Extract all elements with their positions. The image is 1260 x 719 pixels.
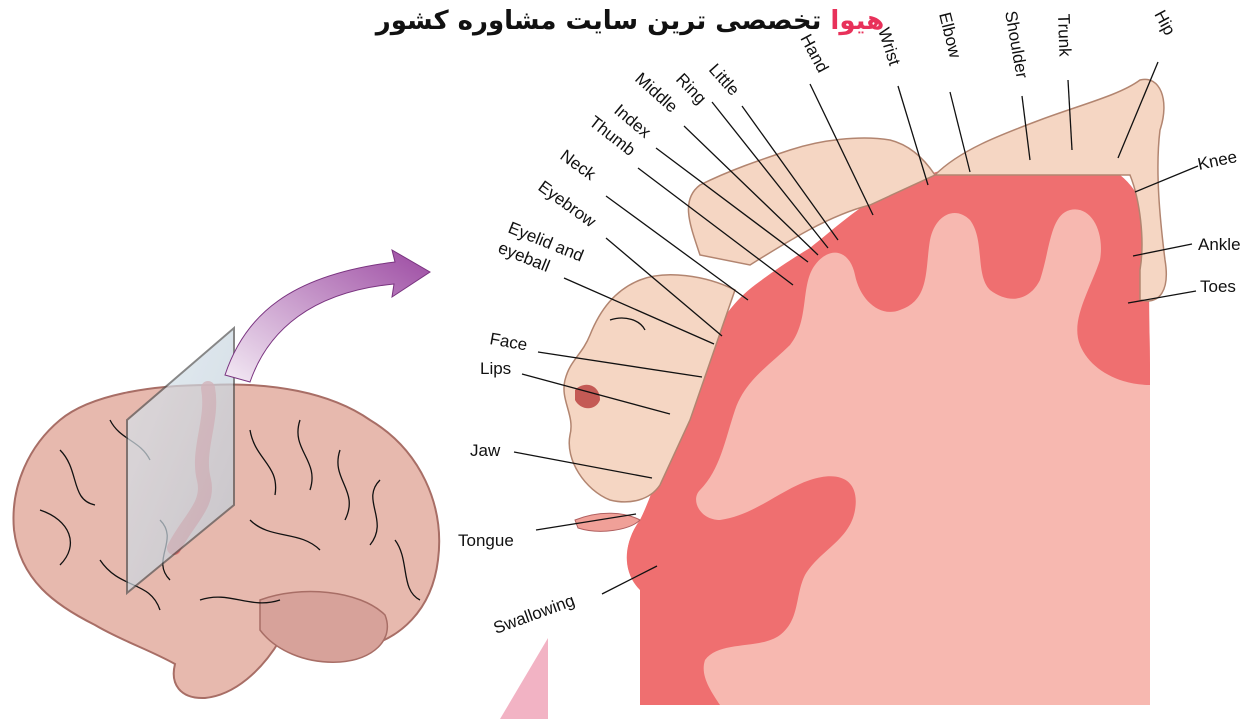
label-wrist: Wrist [874, 25, 904, 68]
label-jaw: Jaw [470, 441, 501, 460]
label-toes: Toes [1200, 277, 1236, 296]
label-middle: Middle [631, 69, 681, 117]
label-little: Little [705, 60, 743, 99]
curved-arrow [225, 250, 430, 382]
label-lips: Lips [480, 359, 511, 378]
label-knee: Knee [1196, 147, 1239, 174]
pink-pointer [500, 638, 548, 719]
label-trunk: Trunk [1054, 13, 1075, 57]
label-shoulder: Shoulder [1001, 9, 1032, 80]
label-neck: Neck [557, 146, 600, 184]
label-hand: Hand [796, 31, 832, 76]
label-tongue: Tongue [458, 531, 514, 550]
label-swallowing: Swallowing [491, 591, 577, 638]
label-ankle: Ankle [1198, 235, 1241, 254]
label-elbow: Elbow [935, 10, 965, 60]
label-hip: Hip [1150, 7, 1179, 38]
label-face: Face [488, 329, 529, 354]
label-eyebrow: Eyebrow [535, 177, 600, 232]
